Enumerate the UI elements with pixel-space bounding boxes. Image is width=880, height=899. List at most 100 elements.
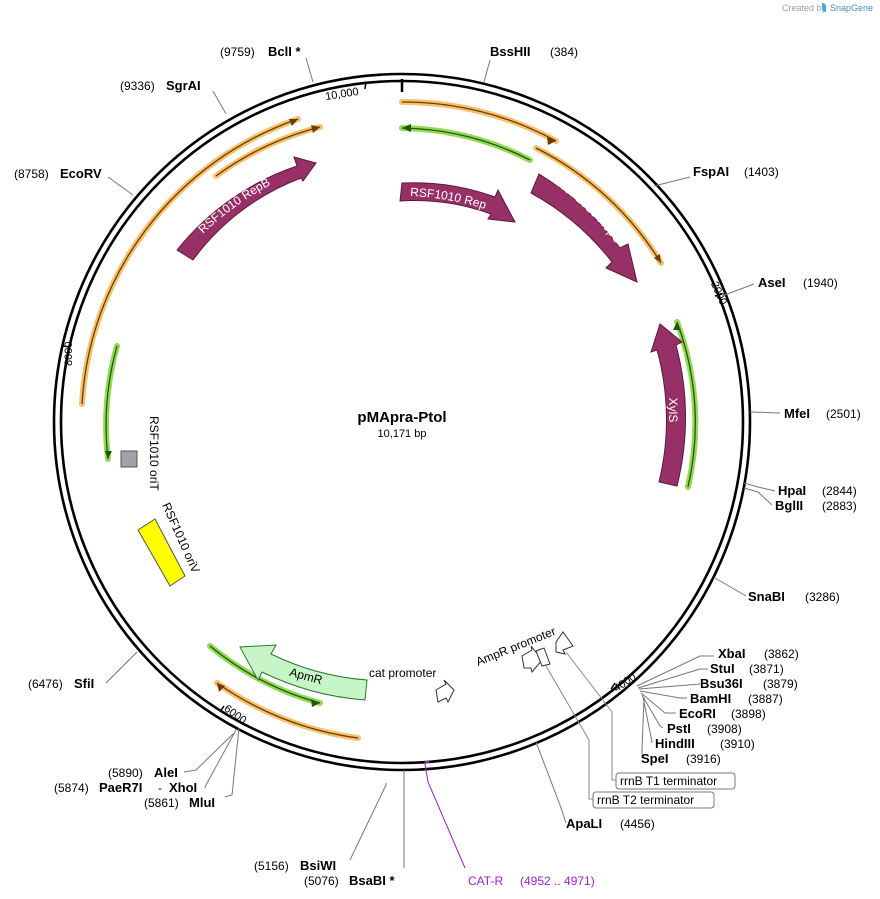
svg-text:HpaI: HpaI — [778, 483, 806, 498]
feature-label-cat-promoter: cat promoter — [369, 666, 436, 680]
tick-label-10000: 10,000 — [324, 86, 359, 103]
svg-text:SfiI: SfiI — [74, 676, 94, 691]
svg-text:(9336): (9336) — [120, 79, 155, 93]
svg-text:PaeR7I: PaeR7I — [99, 780, 142, 795]
svg-text:(2501): (2501) — [826, 407, 861, 421]
orf-arcs-orange — [79, 98, 664, 741]
site-ecori[interactable]: EcoRI (3898) — [679, 706, 766, 721]
feature-rsf1010-orit[interactable]: RSF1010 oriT — [120, 416, 161, 491]
svg-text:ApaLI: ApaLI — [566, 816, 602, 831]
site-xbai[interactable]: XbaI (3862) — [718, 646, 799, 661]
svg-text:(2883): (2883) — [822, 499, 857, 513]
site-bsabi[interactable]: BsaBI *(5076) — [304, 873, 395, 888]
svg-text:BsiWI: BsiWI — [300, 858, 336, 873]
feature-label-xyls: XylS — [666, 398, 680, 423]
svg-text:(4456): (4456) — [620, 817, 655, 831]
feature-label-rrnb-t1: rrnB T1 terminator — [620, 774, 717, 788]
site-bsshii[interactable]: BssHII(384) — [490, 44, 578, 59]
site-spei[interactable]: SpeI (3916) — [641, 751, 721, 766]
feature-xyls[interactable]: XylS — [650, 323, 686, 487]
svg-text:StuI: StuI — [710, 661, 735, 676]
svg-text:AseI: AseI — [758, 275, 785, 290]
svg-text:SpeI: SpeI — [641, 751, 668, 766]
svg-text:SnapGene: SnapGene — [830, 3, 873, 13]
svg-text:(3887): (3887) — [748, 692, 783, 706]
site-sgrai[interactable]: SgrAI (9336) — [120, 78, 201, 93]
svg-text:HindIII: HindIII — [655, 736, 695, 751]
feature-cat-promoter[interactable]: cat promoter — [369, 666, 455, 704]
feature-ampr-promoter[interactable]: AmpR promoter — [474, 624, 574, 674]
site-apali[interactable]: ApaLI (4456) — [566, 816, 655, 831]
svg-text:MfeI: MfeI — [784, 406, 810, 421]
svg-text:SnaBI: SnaBI — [748, 589, 785, 604]
svg-text:(5890): (5890) — [108, 766, 143, 780]
site-ecorv[interactable]: EcoRV (8758) — [14, 166, 102, 181]
svg-text:(5156): (5156) — [254, 859, 289, 873]
svg-text:(8758): (8758) — [14, 167, 49, 181]
svg-text:(3862): (3862) — [764, 647, 799, 661]
site-snabi[interactable]: SnaBI(3286) — [748, 589, 840, 604]
site-mlui[interactable]: MluI (5861) — [144, 795, 215, 810]
tick-label-8000: 8000 — [63, 342, 75, 366]
site-bsu36i[interactable]: Bsu36I (3879) — [700, 676, 798, 691]
site-bglii[interactable]: BglII (2883) — [775, 498, 857, 513]
svg-text:(5076): (5076) — [304, 874, 339, 888]
svg-text:(5861): (5861) — [144, 796, 179, 810]
svg-text:(3910): (3910) — [720, 737, 755, 751]
orf-arcs-green — [103, 124, 699, 707]
plasmid-name: pMApra-Ptol — [357, 409, 446, 426]
svg-text:SgrAI: SgrAI — [166, 78, 201, 93]
site-asei[interactable]: AseI(1940) — [758, 275, 838, 290]
svg-text:XbaI: XbaI — [718, 646, 745, 661]
svg-text:(3879): (3879) — [763, 677, 798, 691]
site-hpai[interactable]: HpaI (2844) — [778, 483, 857, 498]
feature-rsf1010-repc[interactable]: RSF1010 RepC — [530, 173, 638, 283]
feature-rrnb-t1-terminator[interactable]: rrnB T1 terminator — [565, 651, 736, 790]
site-bcli[interactable]: BclI * (9759) — [220, 44, 301, 59]
feature-rrnb-t2-terminator[interactable]: rrnB T2 terminator — [545, 665, 715, 809]
svg-text:(9759): (9759) — [220, 45, 255, 59]
site-psti[interactable]: PstI(3908) — [667, 721, 742, 736]
site-alei[interactable]: AleI (5890) — [108, 765, 178, 780]
svg-text:Bsu36I: Bsu36I — [700, 676, 743, 691]
site-hindiii[interactable]: HindIII (3910) — [655, 736, 755, 751]
feature-label-orit: RSF1010 oriT — [147, 416, 161, 491]
svg-text:(384): (384) — [550, 45, 578, 59]
svg-text:-: - — [158, 781, 162, 795]
site-paer7i[interactable]: PaeR7I (5874) — [54, 780, 142, 795]
svg-text:EcoRI: EcoRI — [679, 706, 716, 721]
svg-text:BclI *: BclI * — [268, 44, 301, 59]
svg-text:MluI: MluI — [189, 795, 215, 810]
primer-cat-r[interactable]: CAT-R (4952 .. 4971) — [424, 761, 595, 888]
feature-label-repb: RSF1010 RepB — [195, 175, 272, 236]
site-sfii[interactable]: SfiI (6476) — [28, 676, 94, 691]
svg-text:(6476): (6476) — [28, 677, 63, 691]
svg-text:(3898): (3898) — [731, 707, 766, 721]
site-fspai[interactable]: FspAI(1403) — [693, 164, 779, 179]
snapgene-credit: Created by SnapGene — [782, 3, 873, 13]
svg-text:AleI: AleI — [154, 765, 178, 780]
site-bsiwi[interactable]: BsiWI (5156) — [254, 858, 336, 873]
tick-label-2000: 2000 — [708, 280, 729, 307]
svg-text:BamHI: BamHI — [690, 691, 731, 706]
tick-marks — [62, 81, 723, 713]
primer-name: CAT-R — [468, 874, 503, 888]
site-stui[interactable]: StuI (3871) — [710, 661, 784, 676]
svg-text:(3871): (3871) — [749, 662, 784, 676]
snapgene-logo-icon — [822, 3, 826, 12]
svg-text:(2844): (2844) — [822, 484, 857, 498]
site-bamhi[interactable]: BamHI (3887) — [690, 691, 783, 706]
site-mfei[interactable]: MfeI (2501) — [784, 406, 861, 421]
svg-text:BglII: BglII — [775, 498, 803, 513]
feature-label-rrnb-t2: rrnB T2 terminator — [597, 793, 694, 807]
svg-text:Created by: Created by — [782, 3, 827, 13]
feature-rsf1010-oriv[interactable]: RSF1010 oriV — [137, 501, 203, 587]
feature-apmr-marker[interactable]: ApmR — [239, 644, 368, 701]
svg-text:PstI: PstI — [667, 721, 691, 736]
plasmid-size: 10,171 bp — [378, 428, 427, 440]
primer-range: (4952 .. 4971) — [520, 874, 595, 888]
svg-text:(3916): (3916) — [686, 752, 721, 766]
svg-text:EcoRV: EcoRV — [60, 166, 102, 181]
site-xhoi[interactable]: XhoI- — [158, 780, 197, 795]
svg-text:(5874): (5874) — [54, 781, 89, 795]
